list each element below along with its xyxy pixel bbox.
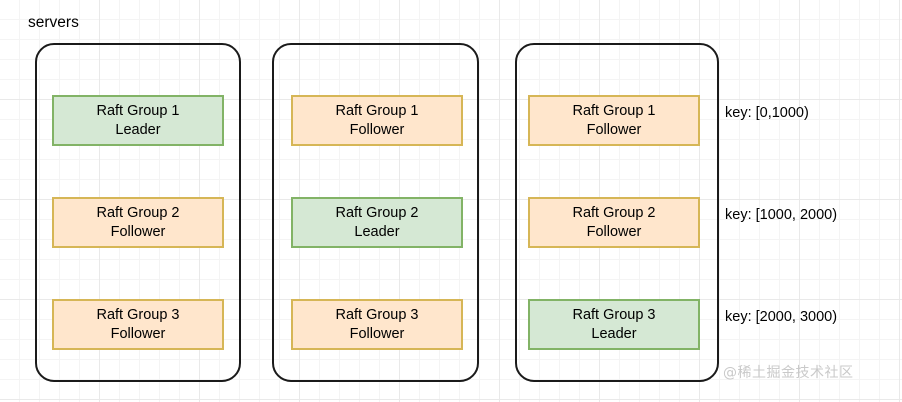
raft-group-role: Follower [349, 121, 405, 138]
raft-group-role: Follower [586, 223, 642, 240]
server-container-2 [272, 43, 479, 382]
raft-group-role: Leader [591, 325, 637, 342]
watermark: @稀土掘金技术社区 [723, 365, 854, 381]
raft-group-role: Follower [586, 121, 642, 138]
raft-group-box-s1-g1[interactable]: Raft Group 1 Leader [52, 95, 224, 146]
raft-group-name: Raft Group 1 [572, 102, 656, 119]
raft-group-box-s1-g3[interactable]: Raft Group 3 Follower [52, 299, 224, 350]
key-range-label-2: key: [1000, 2000) [725, 207, 838, 223]
key-range-label-3: key: [2000, 3000) [725, 309, 838, 325]
raft-group-name: Raft Group 3 [96, 306, 180, 323]
raft-group-box-s2-g3[interactable]: Raft Group 3 Follower [291, 299, 463, 350]
raft-group-name: Raft Group 1 [335, 102, 419, 119]
raft-group-role: Follower [349, 325, 405, 342]
raft-group-role: Leader [115, 121, 161, 138]
server-container-3 [515, 43, 719, 382]
raft-group-box-s3-g2[interactable]: Raft Group 2 Follower [528, 197, 700, 248]
raft-group-role: Leader [354, 223, 400, 240]
raft-group-box-s2-g2[interactable]: Raft Group 2 Leader [291, 197, 463, 248]
raft-group-box-s2-g1[interactable]: Raft Group 1 Follower [291, 95, 463, 146]
raft-group-role: Follower [110, 325, 166, 342]
raft-group-name: Raft Group 2 [96, 204, 180, 221]
raft-group-name: Raft Group 3 [335, 306, 419, 323]
raft-group-box-s1-g2[interactable]: Raft Group 2 Follower [52, 197, 224, 248]
servers-label: servers [28, 14, 79, 31]
raft-group-name: Raft Group 2 [335, 204, 419, 221]
key-range-label-1: key: [0,1000) [725, 105, 809, 121]
raft-group-role: Follower [110, 223, 166, 240]
server-container-1 [35, 43, 241, 382]
raft-group-name: Raft Group 1 [96, 102, 180, 119]
raft-group-box-s3-g1[interactable]: Raft Group 1 Follower [528, 95, 700, 146]
raft-group-name: Raft Group 3 [572, 306, 656, 323]
raft-group-name: Raft Group 2 [572, 204, 656, 221]
raft-group-box-s3-g3[interactable]: Raft Group 3 Leader [528, 299, 700, 350]
